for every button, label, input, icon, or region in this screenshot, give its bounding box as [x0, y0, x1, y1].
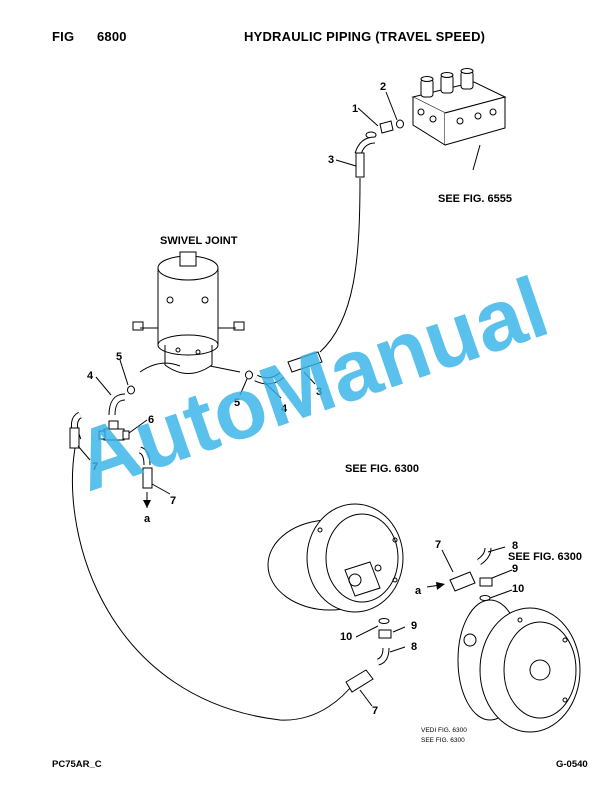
page-title: HYDRAULIC PIPING (TRAVEL SPEED)	[244, 29, 486, 44]
callout-7-left: 7	[92, 461, 98, 473]
arrow-a-right	[436, 582, 445, 590]
o-ring-5-left	[127, 385, 135, 395]
travel-motor-left	[267, 503, 404, 613]
figure-label: FIG	[52, 29, 75, 44]
callout-5-right: 5	[234, 397, 240, 409]
callout-10-right: 10	[512, 583, 524, 595]
o-ring-10-lower	[378, 618, 390, 624]
callout-a-left: a	[144, 513, 151, 525]
figure-number: 6800	[97, 29, 127, 44]
hose-3-upper	[319, 136, 376, 353]
hose-7-long	[72, 447, 356, 721]
swivel-joint	[132, 251, 245, 374]
vedi-fig-label: VEDI FIG. 6300	[421, 727, 467, 734]
arrow-a-down	[143, 500, 151, 508]
travel-motor-right	[457, 599, 581, 733]
callout-7-lower-left: 7	[170, 495, 176, 507]
see-fig-6555-label: SEE FIG. 6555	[438, 193, 512, 205]
o-ring-10-right	[479, 595, 491, 601]
callout-8-lower: 8	[411, 641, 417, 653]
valve-block	[411, 68, 507, 146]
callout-6: 6	[148, 414, 154, 426]
tee-6	[98, 420, 130, 441]
swivel-joint-label: SWIVEL JOINT	[160, 235, 238, 247]
callout-1: 1	[352, 103, 358, 115]
see-fig-6300-right-label: SEE FIG. 6300	[508, 551, 582, 563]
see-fig-6300-top-label: SEE FIG. 6300	[345, 463, 419, 475]
callout-7-right: 7	[435, 539, 441, 551]
see-fig-small-label: SEE FIG. 6300	[421, 737, 465, 744]
callout-10-lower: 10	[340, 631, 352, 643]
callout-9-right: 9	[512, 563, 518, 575]
callout-9-lower: 9	[411, 620, 417, 632]
footer-model: PC75AR_C	[52, 759, 102, 770]
callout-4-left: 4	[87, 370, 94, 382]
footer-code: G-0540	[556, 759, 588, 770]
o-ring-5-right	[245, 370, 253, 380]
fitting-1	[365, 120, 394, 139]
callout-8-right: 8	[512, 540, 518, 552]
callout-2: 2	[380, 81, 386, 93]
callout-4-right: 4	[281, 403, 288, 415]
callout-3-lower: 3	[316, 386, 322, 398]
callout-a-right: a	[415, 585, 422, 597]
callout-5-left: 5	[116, 351, 122, 363]
o-ring-2	[396, 119, 404, 129]
watermark-text: AutoManual	[63, 259, 560, 510]
callout-3-upper: 3	[328, 154, 334, 166]
callout-7-bottom: 7	[372, 705, 378, 717]
